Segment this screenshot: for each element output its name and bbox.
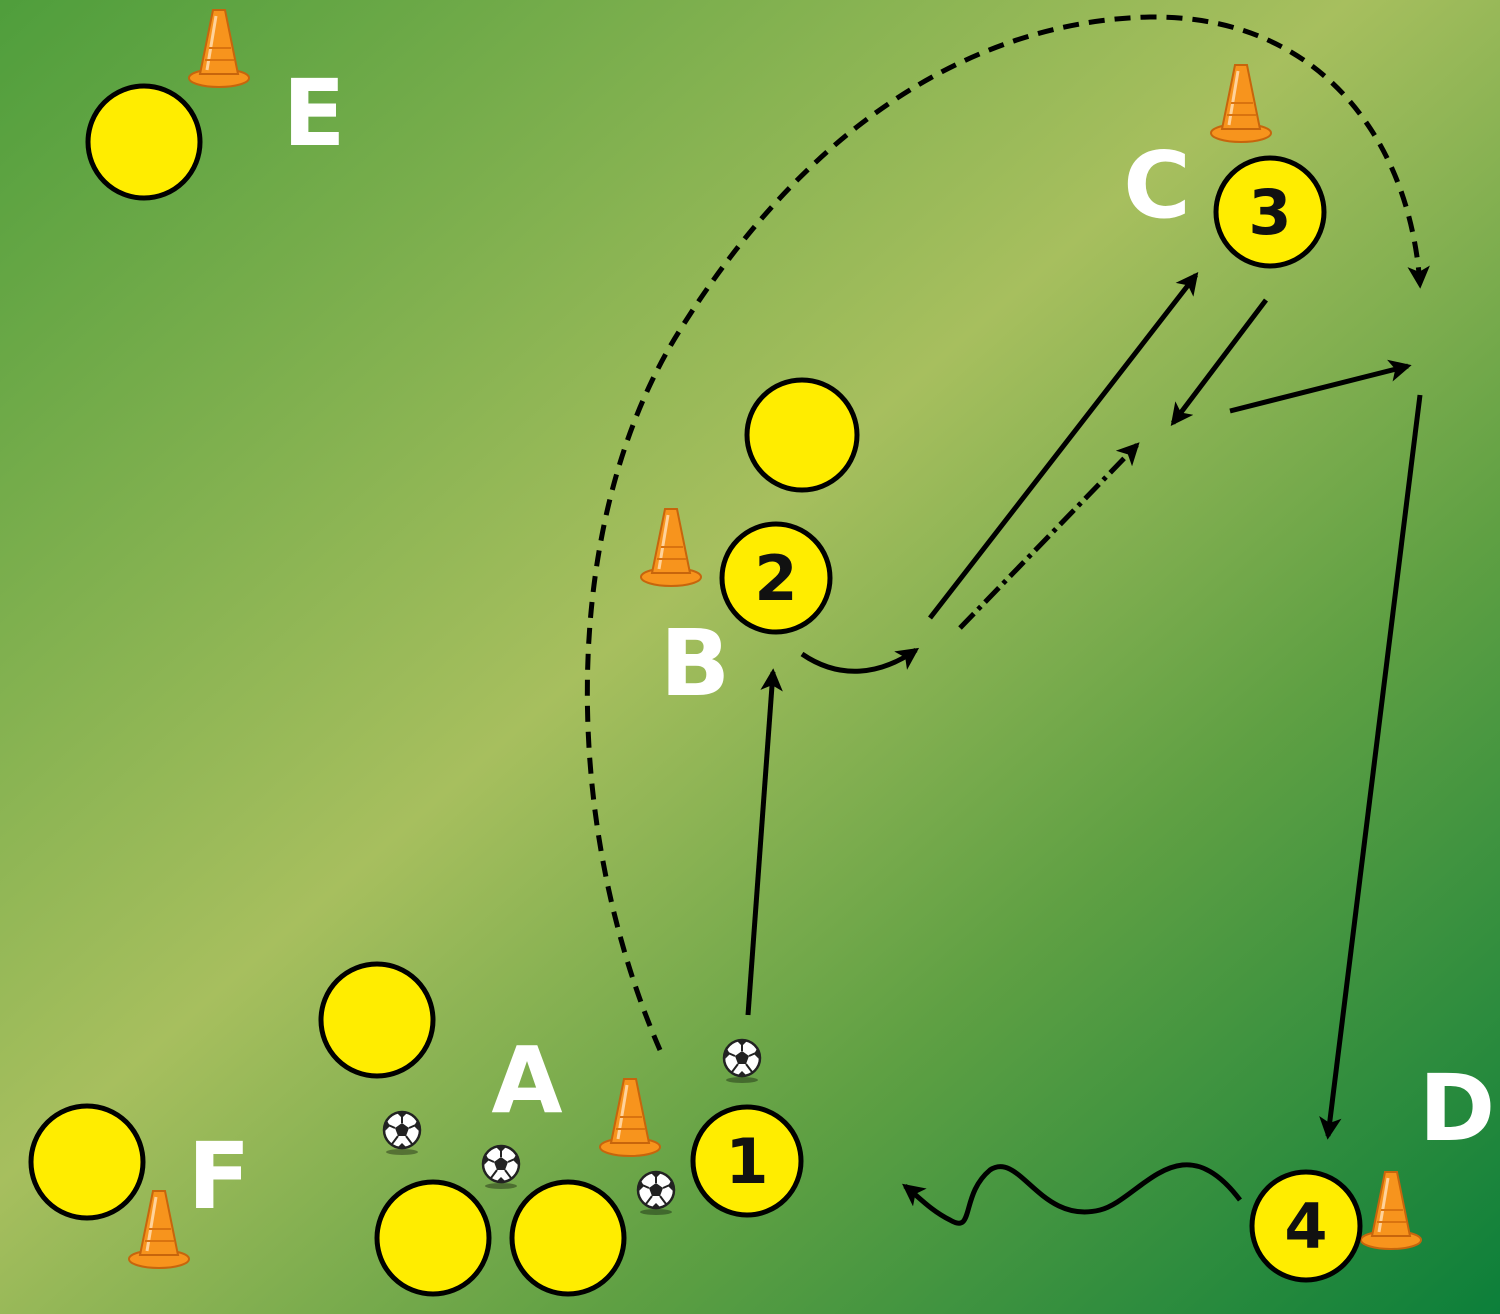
pass-to-space (1229, 359, 1412, 414)
player-circle-icon (690, 1104, 804, 1218)
dribble-4-to-1 (902, 1162, 1242, 1226)
player-circle-icon (85, 83, 203, 201)
run-to-4 (1319, 394, 1423, 1140)
player-3: 3 (1213, 155, 1327, 269)
player-1: 1 (690, 1104, 804, 1218)
waiting-players (28, 83, 860, 1297)
player-circle-icon (28, 1103, 146, 1221)
player-circle-icon (509, 1179, 627, 1297)
player-circle-icon (374, 1179, 492, 1297)
layoff-3-to-2 (1170, 298, 1268, 426)
overlap-run-dashed (584, 14, 1430, 1051)
player-number: 1 (725, 1125, 768, 1198)
zone-label-d: D (1419, 1055, 1495, 1162)
zone-label-e: E (283, 60, 346, 167)
zone-label-f: F (188, 1123, 251, 1230)
player-circle-icon (318, 961, 436, 1079)
zone-labels: E C B A D F (188, 60, 1496, 1230)
pass-2-to-3 (928, 272, 1199, 620)
player-circle-icon (1213, 155, 1327, 269)
player-4: 4 (1249, 1169, 1363, 1283)
pass-1-to-2 (745, 668, 783, 1016)
support-run-dashdot (958, 442, 1140, 630)
player-circle-icon (744, 377, 860, 493)
movement-lines (584, 14, 1430, 1226)
zone-label-b: B (660, 610, 730, 717)
player-circle-icon (1249, 1169, 1363, 1283)
player-number: 3 (1248, 176, 1291, 249)
player-number: 2 (754, 542, 797, 615)
player-2: 2 (719, 521, 833, 635)
zone-label-a: A (491, 1027, 562, 1134)
player-number: 4 (1284, 1190, 1327, 1263)
zone-label-c: C (1123, 132, 1191, 239)
player-circle-icon (719, 521, 833, 635)
turn-run (800, 647, 920, 674)
